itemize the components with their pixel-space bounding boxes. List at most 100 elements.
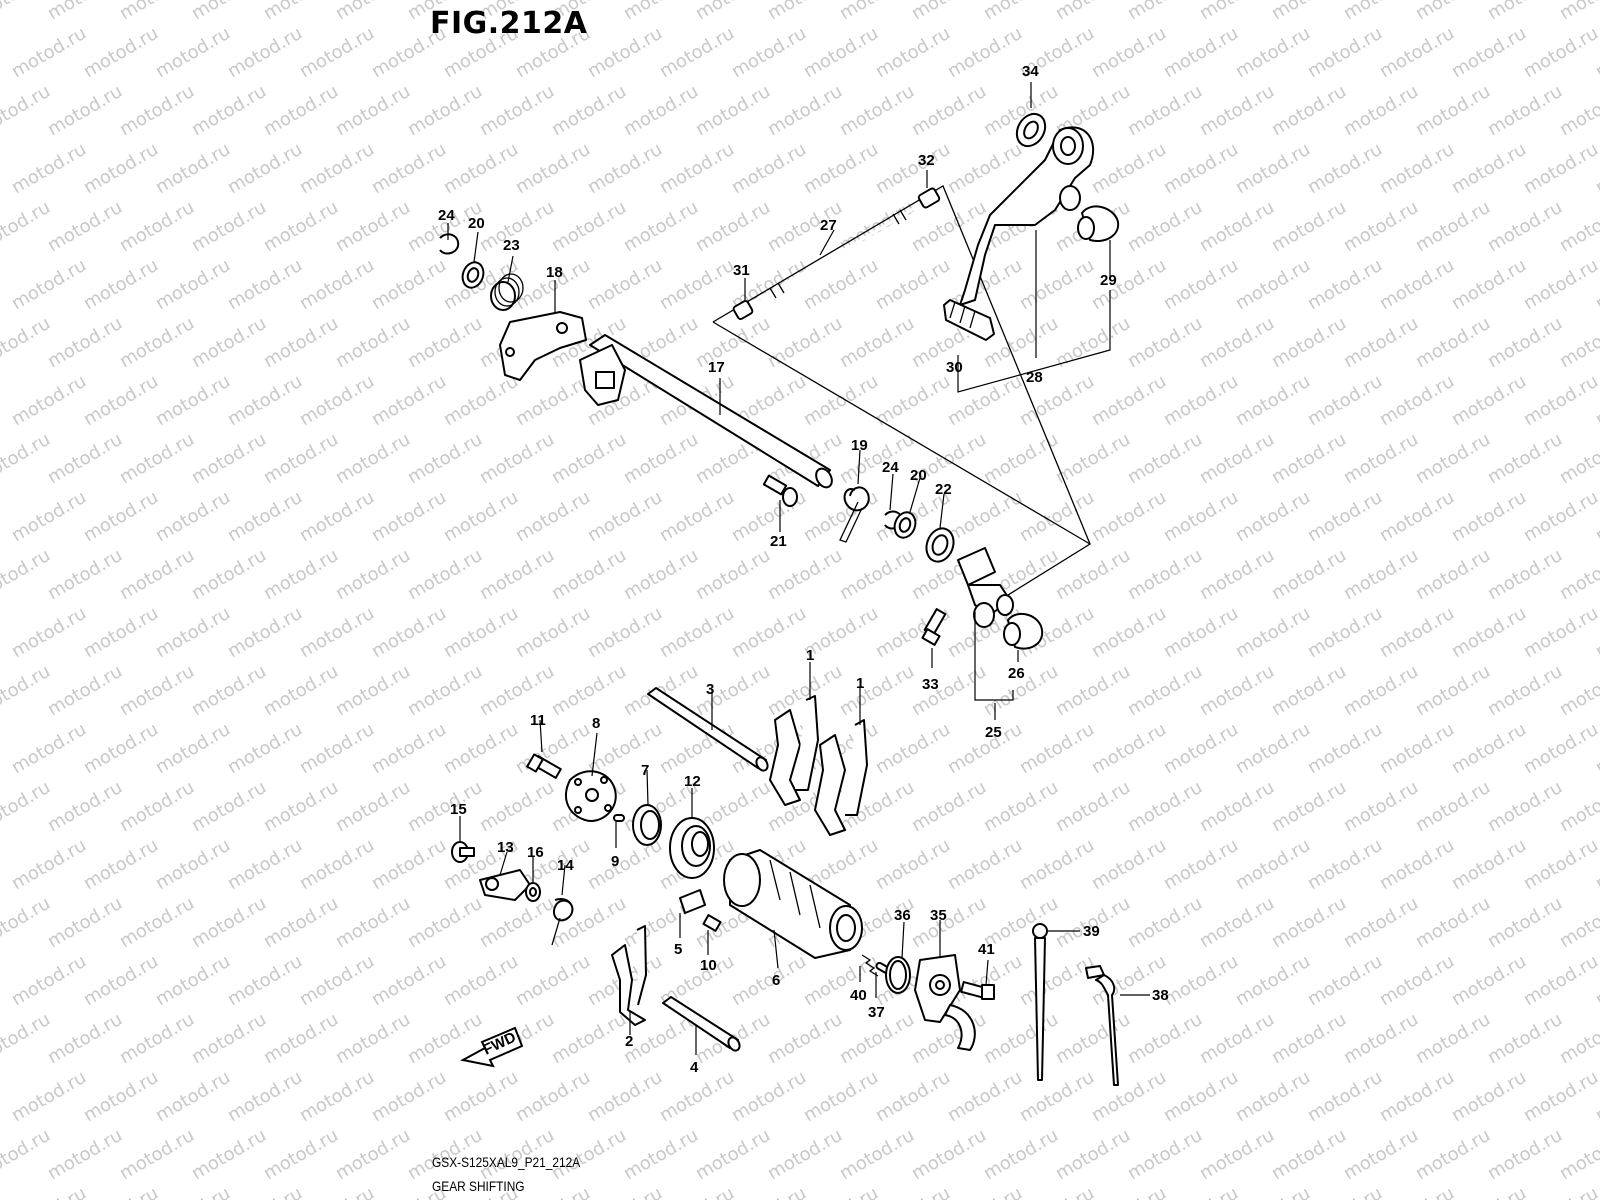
watermark-text: motod.ru — [1556, 661, 1600, 720]
watermark-text: motod.ru — [908, 1125, 990, 1184]
callout-17: 17 — [708, 359, 725, 376]
watermark-text: motod.ru — [332, 893, 414, 952]
callout-16: 16 — [527, 844, 544, 861]
watermark-text: motod.ru — [8, 371, 90, 430]
watermark-text: motod.ru — [476, 429, 558, 488]
watermark-text: motod.ru — [1556, 1125, 1600, 1184]
watermark-text: motod.ru — [1268, 661, 1350, 720]
watermark-text: motod.ru — [620, 197, 702, 256]
watermark-text: motod.ru — [296, 487, 378, 546]
watermark-text: motod.ru — [332, 313, 414, 372]
watermark-text: motod.ru — [1340, 893, 1422, 952]
watermark-text: motod.ru — [260, 197, 342, 256]
shift-fork-part-1-right — [814, 719, 868, 836]
watermark-text: motod.ru — [44, 1009, 126, 1068]
callout-40: 40 — [850, 987, 867, 1004]
watermark-text: motod.ru — [548, 429, 630, 488]
watermark-text: motod.ru — [44, 313, 126, 372]
watermark-text: motod.ru — [404, 893, 486, 952]
watermark-text: motod.ru — [1088, 835, 1170, 894]
callout-number-15: 15 — [450, 801, 467, 818]
watermark-text: motod.ru — [1196, 1125, 1278, 1184]
watermark-text: motod.ru — [584, 255, 666, 314]
watermark-text: motod.ru — [1124, 545, 1206, 604]
callout-26: 26 — [1008, 665, 1025, 682]
watermark-text: motod.ru — [332, 661, 414, 720]
figure-title: FIG.212A — [430, 6, 588, 41]
watermark-text: motod.ru — [1484, 1125, 1566, 1184]
watermark-text: motod.ru — [368, 1067, 450, 1126]
callout-39: 39 — [1083, 923, 1100, 940]
watermark-text: motod.ru — [800, 1183, 882, 1200]
watermark-text: motod.ru — [1376, 835, 1458, 894]
watermark-text: motod.ru — [692, 0, 774, 24]
watermark-text: motod.ru — [764, 313, 846, 372]
watermark-text: motod.ru — [1268, 1125, 1350, 1184]
watermark-text: motod.ru — [728, 1067, 810, 1126]
bolt-part-33 — [921, 608, 947, 646]
watermark-text: motod.ru — [224, 835, 306, 894]
watermark-text: motod.ru — [0, 0, 54, 24]
watermark-text: motod.ru — [260, 1125, 342, 1184]
watermark-text: motod.ru — [584, 1183, 666, 1200]
watermark-text: motod.ru — [404, 545, 486, 604]
watermark-text: motod.ru — [836, 429, 918, 488]
watermark-text: motod.ru — [1556, 429, 1600, 488]
watermark-text: motod.ru — [1412, 893, 1494, 952]
watermark-text: motod.ru — [0, 893, 54, 952]
watermark-text: motod.ru — [188, 0, 270, 24]
callout-1-right: 1 — [856, 675, 864, 692]
callout-22: 22 — [935, 481, 952, 498]
watermark-text: motod.ru — [0, 429, 54, 488]
watermark-text: motod.ru — [872, 255, 954, 314]
watermark-text: motod.ru — [0, 81, 54, 140]
watermark-text: motod.ru — [728, 1183, 810, 1200]
watermark-text: motod.ru — [188, 545, 270, 604]
watermark-text: motod.ru — [0, 545, 54, 604]
watermark-text: motod.ru — [1304, 951, 1386, 1010]
watermark-text: motod.ru — [116, 1009, 198, 1068]
watermark-text: motod.ru — [764, 0, 846, 24]
callout-3: 3 — [706, 681, 714, 698]
callout-4: 4 — [690, 1059, 699, 1076]
watermark-text: motod.ru — [1196, 0, 1278, 24]
watermark-text: motod.ru — [260, 81, 342, 140]
watermark-text: motod.ru — [1556, 197, 1600, 256]
watermark-text: motod.ru — [1124, 777, 1206, 836]
watermark-text: motod.ru — [224, 255, 306, 314]
watermark-text: motod.ru — [80, 1067, 162, 1126]
watermark-text: motod.ru — [332, 1125, 414, 1184]
watermark-text: motod.ru — [1160, 719, 1242, 778]
watermark-text: motod.ru — [1124, 0, 1206, 24]
watermark-text: motod.ru — [1412, 197, 1494, 256]
watermark-text: motod.ru — [296, 371, 378, 430]
watermark-text: motod.ru — [188, 429, 270, 488]
oil-seal-part-7 — [632, 804, 662, 846]
watermark-text: motod.ru — [224, 139, 306, 198]
watermark-text: motod.ru — [1340, 661, 1422, 720]
watermark-text: motod.ru — [188, 661, 270, 720]
watermark-text: motod.ru — [1484, 893, 1566, 952]
watermark-text: motod.ru — [1268, 0, 1350, 24]
watermark-text: motod.ru — [224, 719, 306, 778]
watermark-text: motod.ru — [836, 661, 918, 720]
watermark-text: motod.ru — [152, 23, 234, 82]
watermark-text: motod.ru — [1412, 777, 1494, 836]
watermark-text: motod.ru — [1448, 835, 1530, 894]
watermark-text: motod.ru — [1304, 835, 1386, 894]
watermark-text: motod.ru — [1052, 545, 1134, 604]
watermark-text: motod.ru — [620, 1125, 702, 1184]
watermark-text: motod.ru — [368, 487, 450, 546]
watermark-text: motod.ru — [188, 1009, 270, 1068]
watermark-text: motod.ru — [1268, 1009, 1350, 1068]
watermark-text: motod.ru — [1376, 255, 1458, 314]
watermark-text: motod.ru — [44, 429, 126, 488]
clamp-part-38 — [1085, 965, 1119, 1086]
watermark-text: motod.ru — [440, 139, 522, 198]
watermark-text: motod.ru — [1052, 1009, 1134, 1068]
watermark-text: motod.ru — [584, 487, 666, 546]
watermark-text: motod.ru — [1484, 313, 1566, 372]
watermark-text: motod.ru — [1448, 603, 1530, 662]
watermark-text: motod.ru — [836, 81, 918, 140]
callout-32: 32 — [918, 152, 935, 169]
